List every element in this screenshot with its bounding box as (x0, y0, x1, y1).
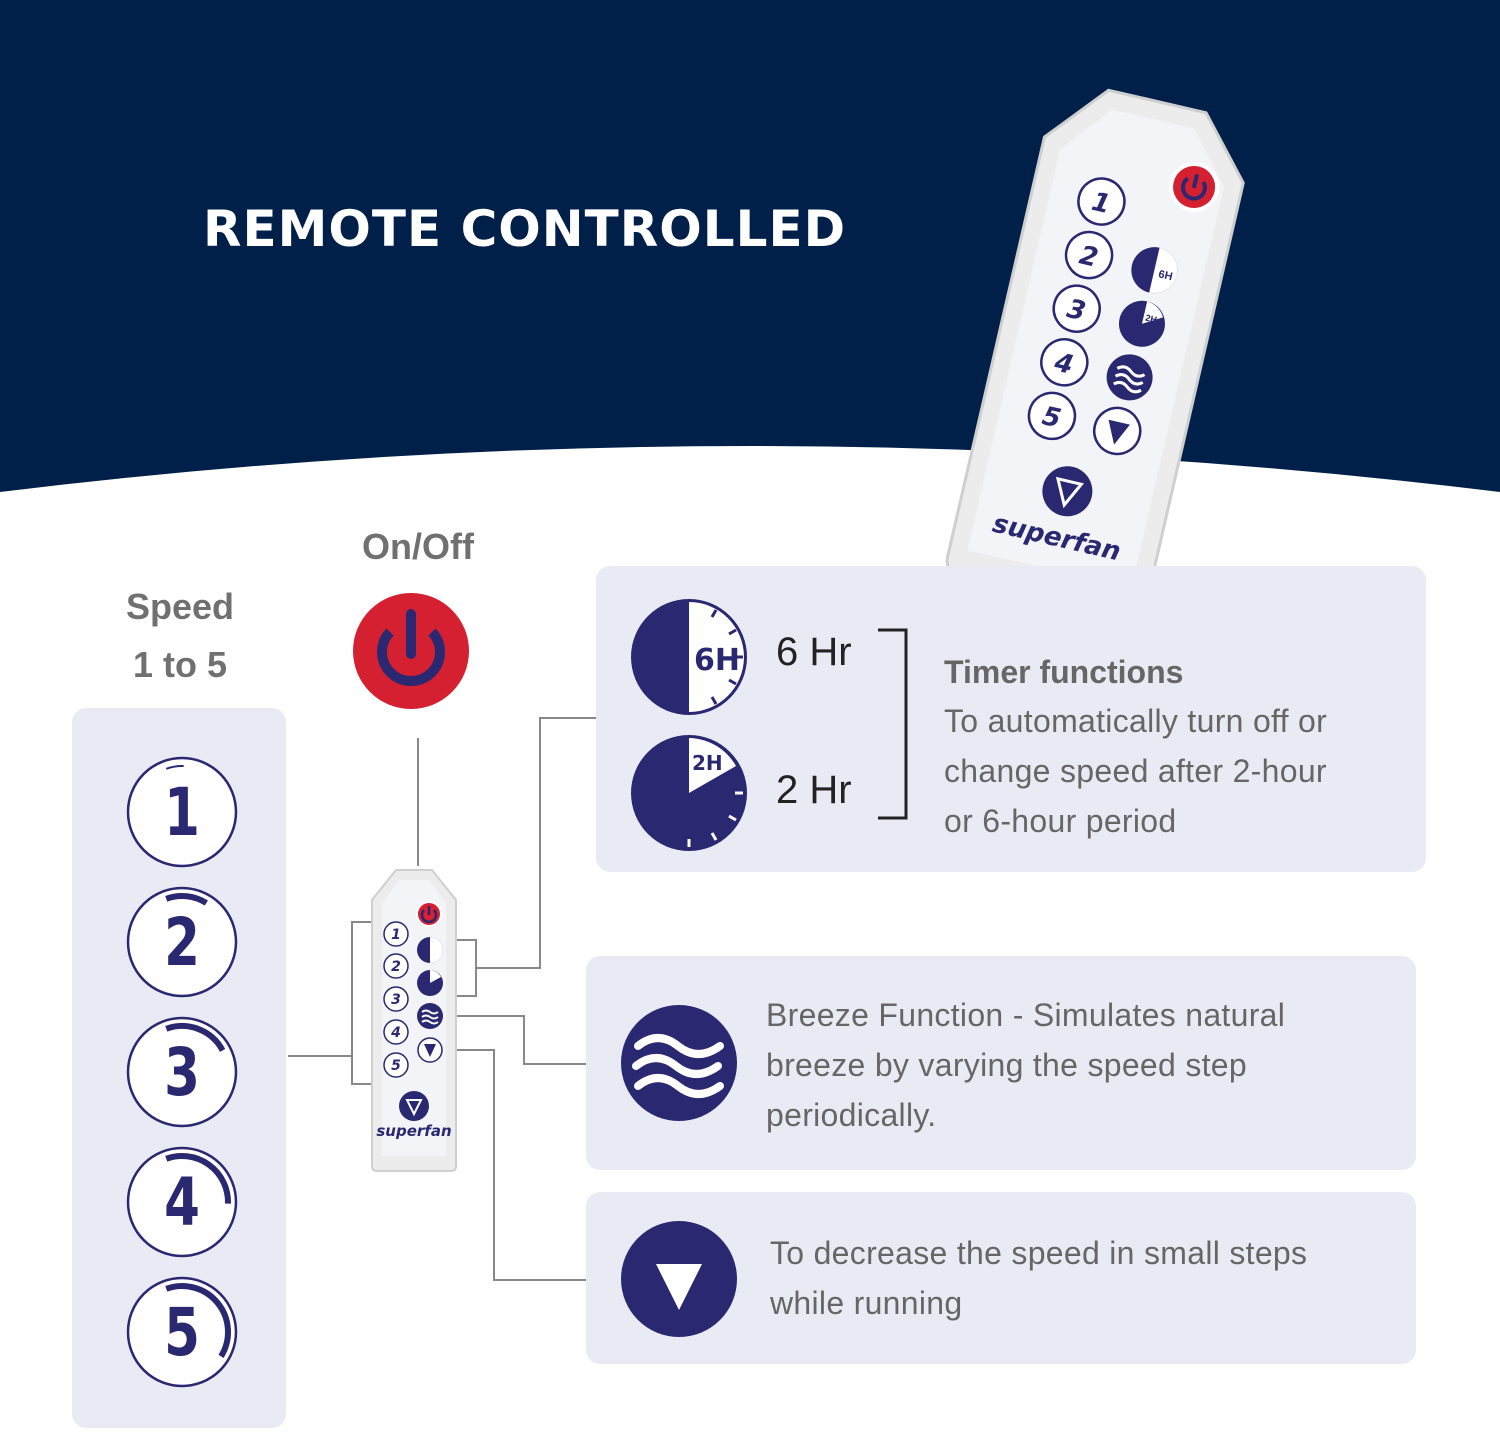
speed-level-arc (165, 1283, 231, 1358)
timer-heading: Timer functions (944, 654, 1184, 690)
on-off-label: On/Off (362, 526, 474, 567)
speed-number: 4 (164, 1163, 200, 1241)
speed-button-5: 5 (126, 1276, 238, 1388)
connector-lines (288, 717, 598, 1281)
speed-level-arc (165, 893, 208, 906)
remote-control-small: 1 2 3 4 5 superfan (371, 869, 457, 1172)
svg-text:6H: 6H (1157, 268, 1173, 283)
timer-2h-label: 2 Hr (776, 768, 852, 812)
svg-text:3: 3 (391, 992, 401, 1008)
page-title: REMOTE CONTROLLED (203, 200, 847, 258)
triangle-down-icon (621, 1221, 737, 1337)
speed-button-2: 2 (126, 886, 238, 998)
speed-heading: Speed 1 to 5 (125, 586, 235, 685)
speed-number: 5 (164, 1293, 200, 1371)
decrease-description: To decrease the speed in small steps whi… (770, 1235, 1308, 1321)
remote-control-large: 12 34 5 6H 2H superfan (945, 88, 1245, 615)
speed-button-3: 3 (126, 1016, 238, 1128)
svg-text:4: 4 (390, 1025, 401, 1041)
svg-text:6H: 6H (694, 643, 740, 678)
wave-icon (621, 1005, 737, 1121)
speed-number: 1 (164, 773, 200, 851)
timer-6h-icon: 6H (631, 599, 747, 715)
svg-text:1: 1 (391, 927, 401, 943)
timer-2h-icon: 2H (631, 735, 747, 851)
svg-text:5: 5 (391, 1058, 401, 1074)
svg-text:2H: 2H (692, 751, 723, 775)
svg-text:superfan: superfan (376, 1122, 451, 1140)
svg-text:2H: 2H (1144, 313, 1157, 325)
timer-description: Timer functions To automatically turn of… (944, 648, 1327, 846)
timer-6h-label: 6 Hr (776, 630, 852, 674)
power-icon (353, 593, 469, 709)
speed-button-1: 1 (126, 756, 238, 868)
svg-text:2: 2 (391, 959, 401, 975)
speed-number: 3 (164, 1033, 200, 1111)
speed-level-arc (165, 1153, 231, 1204)
breeze-description: Breeze Function - Simulates natural bree… (766, 997, 1286, 1133)
timer-bracket (878, 628, 908, 820)
speed-button-4: 4 (126, 1146, 238, 1258)
speed-level-arc (165, 1023, 226, 1052)
speed-level-arc (165, 765, 184, 770)
speed-number: 2 (164, 903, 200, 981)
